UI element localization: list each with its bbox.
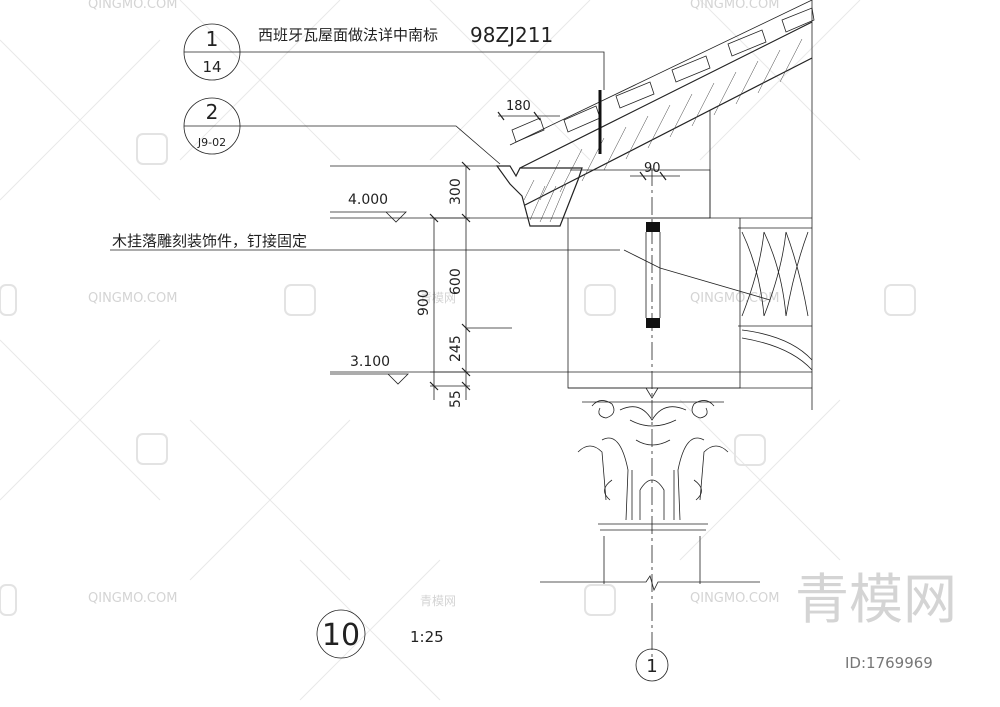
ref2-sheet: J9-02 xyxy=(197,136,226,149)
carving-note: 木挂落雕刻装饰件，钉接固定 xyxy=(110,232,620,251)
detail-scale: 1:25 xyxy=(410,628,444,646)
watermark-logo-icon xyxy=(0,584,17,616)
watermark-logo-icon xyxy=(136,433,168,465)
watermark-logo-icon xyxy=(584,584,616,616)
ref2-number: 2 xyxy=(206,100,219,124)
watermark-brand-cn: 青模网 xyxy=(420,291,456,305)
watermark-brand-latin: QINGMO.COM xyxy=(88,591,177,606)
carving-note-text: 木挂落雕刻装饰件，钉接固定 xyxy=(112,232,307,250)
ref1-note: 西班牙瓦屋面做法详中南标 xyxy=(258,26,438,44)
anchor-block xyxy=(646,222,660,232)
dim-600-label: 600 xyxy=(448,268,464,295)
dim-900-label: 900 xyxy=(416,289,432,316)
roof-tile-section xyxy=(495,0,815,227)
watermark-brand-cn: 青模网 xyxy=(420,594,456,608)
level-marks: 4.000 3.100 xyxy=(330,192,409,385)
dim-55-label: 55 xyxy=(448,390,464,408)
axis-bubble: 1 xyxy=(635,648,669,682)
detail-title: 10 1:25 xyxy=(316,609,444,659)
dimension-group: 180 90 300 600 245 55 900 xyxy=(330,99,680,408)
beam-and-pilaster xyxy=(330,168,812,660)
detail-reference-2: 2 J9-02 xyxy=(183,97,501,165)
level-bottom-label: 3.100 xyxy=(350,354,390,370)
ref1-number: 1 xyxy=(206,27,219,51)
wood-carving-panel xyxy=(738,0,813,410)
detail-number: 10 xyxy=(322,618,360,653)
image-id-text: ID:1769969 xyxy=(845,654,933,672)
watermark-logo-icon xyxy=(734,434,766,466)
watermark-brand-latin: QINGMO.COM xyxy=(88,291,177,306)
brand-watermark: 青模网 ID:1769969 xyxy=(795,568,957,672)
detail-reference-1: 1 14 西班牙瓦屋面做法详中南标 98ZJ211 xyxy=(183,23,605,90)
level-top-label: 4.000 xyxy=(348,192,388,208)
watermark-logo-icon xyxy=(136,133,168,165)
corinthian-capital xyxy=(540,387,760,592)
watermark-brand-latin: QINGMO.COM xyxy=(690,0,779,12)
ref1-sheet: 14 xyxy=(202,58,221,76)
watermark-logo-icon xyxy=(884,284,916,316)
anchor-block xyxy=(646,318,660,328)
watermark-brand-latin: QINGMO.COM xyxy=(690,291,779,306)
watermark-pattern: QINGMO.COM QINGMO.COM QINGMO.COM QINGMO.… xyxy=(0,0,916,701)
watermark-logo-icon xyxy=(584,284,616,316)
brand-watermark-text: 青模网 xyxy=(795,568,957,631)
axis-label: 1 xyxy=(646,656,657,677)
watermark-brand-latin: QINGMO.COM xyxy=(690,591,779,606)
dim-245-label: 245 xyxy=(448,335,464,362)
ref1-code: 98ZJ211 xyxy=(470,23,553,47)
dim-300-label: 300 xyxy=(448,178,464,205)
watermark-logo-icon xyxy=(284,284,316,316)
dim-90-label: 90 xyxy=(644,161,661,176)
dim-180-label: 180 xyxy=(506,99,531,114)
watermark-brand-latin: QINGMO.COM xyxy=(88,0,177,12)
watermark-logo-icon xyxy=(0,284,17,316)
